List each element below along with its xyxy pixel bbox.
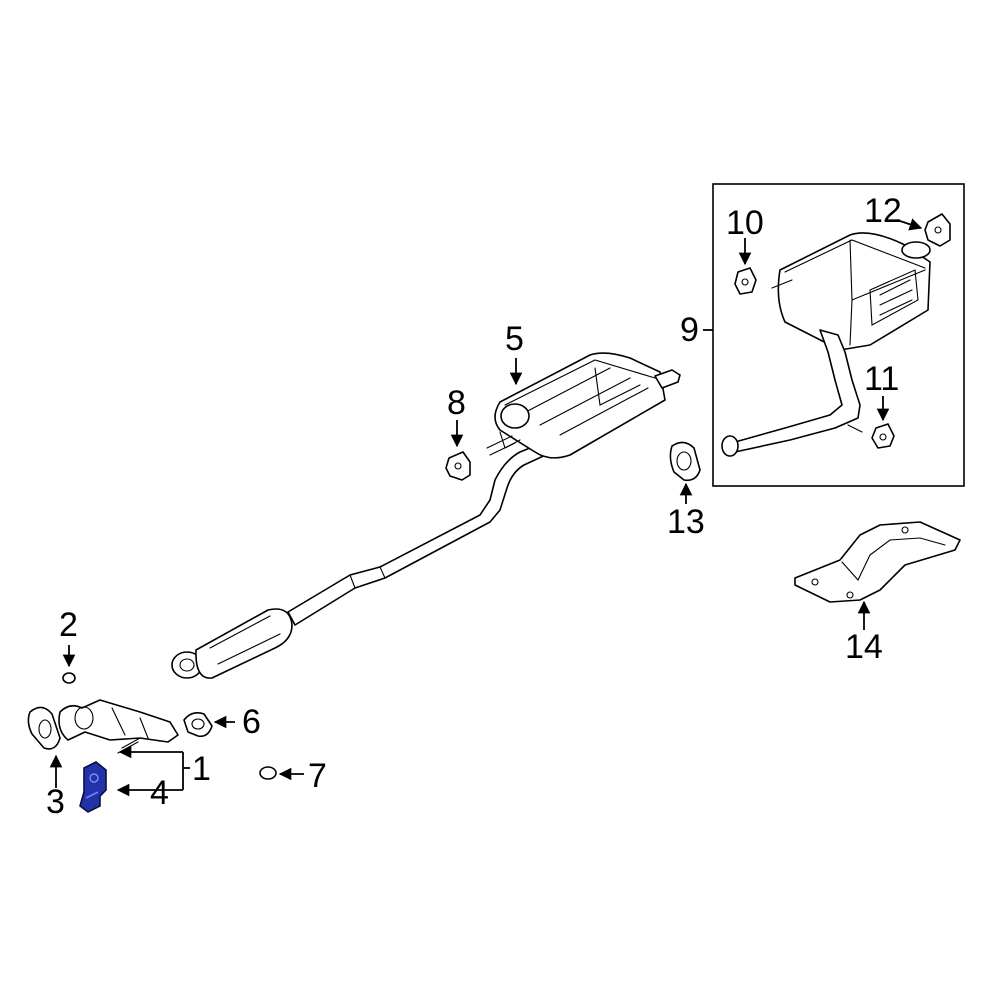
- callout-7: 7: [308, 757, 327, 795]
- rear-muffler[interactable]: [721, 232, 931, 457]
- callout-11: 11: [864, 360, 899, 398]
- callout-labels: 1 2 3 4 5 6 7 8 9 10 11 12 13 14: [46, 192, 902, 821]
- gasket-13[interactable]: [669, 441, 701, 482]
- callout-2: 2: [59, 606, 78, 644]
- callout-13: 13: [667, 503, 705, 541]
- center-muffler[interactable]: [486, 352, 681, 459]
- gasket-6[interactable]: [183, 712, 213, 738]
- callout-12: 12: [864, 192, 902, 230]
- nut-2[interactable]: [62, 672, 76, 684]
- callout-4: 4: [150, 774, 169, 812]
- rear-muffler-inset-frame: [712, 183, 965, 487]
- callout-14: 14: [845, 628, 883, 666]
- callout-3: 3: [46, 783, 65, 821]
- callout-5: 5: [505, 320, 524, 358]
- catalytic-converter-1[interactable]: [58, 699, 179, 754]
- highlighted-bracket-4[interactable]: [79, 761, 107, 813]
- callout-9: 9: [680, 311, 699, 349]
- gasket-3[interactable]: [27, 706, 61, 750]
- callout-6: 6: [242, 703, 261, 741]
- nut-7[interactable]: [259, 766, 277, 780]
- center-pipe-assembly[interactable]: [171, 439, 553, 679]
- hanger-8[interactable]: [445, 451, 471, 481]
- leader-lines: [49, 218, 923, 797]
- heat-shield[interactable]: [794, 521, 961, 603]
- hanger-12[interactable]: [924, 213, 951, 247]
- callout-10: 10: [726, 204, 764, 242]
- callout-8: 8: [447, 384, 466, 422]
- insulator-11[interactable]: [871, 423, 895, 449]
- insulator-10[interactable]: [734, 267, 757, 295]
- callout-1: 1: [192, 750, 211, 788]
